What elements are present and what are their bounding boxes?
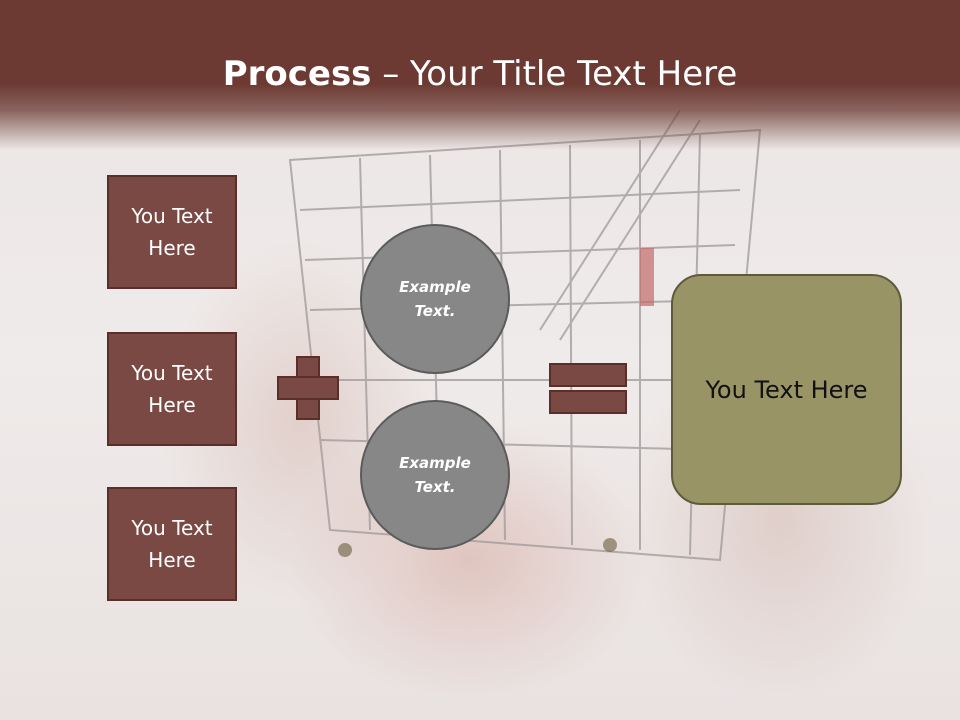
result-box[interactable]: You Text Here xyxy=(671,274,902,505)
circle-1-line1: Example xyxy=(399,278,471,296)
text-box-1-line2: Here xyxy=(148,236,196,260)
text-box-2-line2: Here xyxy=(148,393,196,417)
text-box-1-line1: You Text xyxy=(131,204,213,228)
text-box-2-line1: You Text xyxy=(131,361,213,385)
circle-1-line2: Text. xyxy=(414,302,456,320)
title-bar xyxy=(0,0,960,150)
text-box-3-line2: Here xyxy=(148,548,196,572)
title-rest: – Your Title Text Here xyxy=(371,54,738,94)
text-box-3-line1: You Text xyxy=(131,516,213,540)
title-bold: Process xyxy=(222,54,372,94)
circle-2-line2: Text. xyxy=(414,478,456,496)
result-text: You Text Here xyxy=(705,375,868,404)
circle-2-line1: Example xyxy=(399,454,471,472)
slide-title: Process – Your Title Text Here xyxy=(0,50,960,98)
